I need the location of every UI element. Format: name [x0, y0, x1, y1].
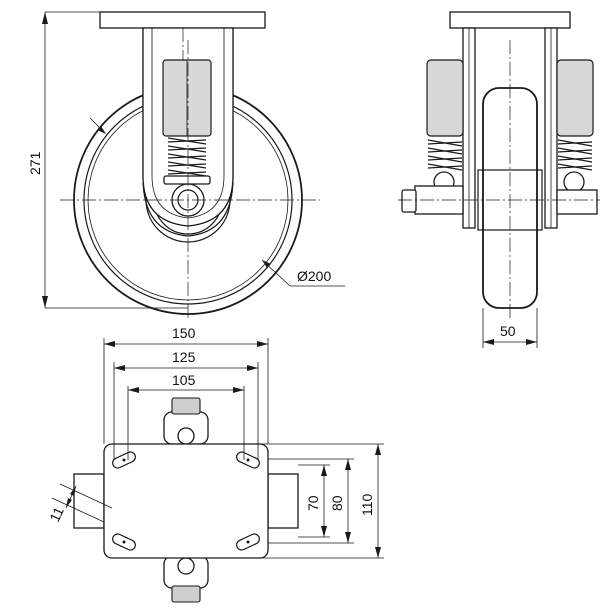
dim-plate-length-label: 150 — [172, 325, 196, 341]
side-axle-nut — [401, 189, 417, 213]
dim-diameter: Ø200 — [261, 259, 345, 287]
plan-bottom-nut — [171, 585, 201, 603]
dim-hole-inner: 105 — [127, 372, 245, 460]
dim-wheel-width: 50 — [482, 308, 538, 348]
dim-slot-width-label: 11 — [46, 504, 67, 524]
plan-left-tab — [73, 473, 105, 529]
side-spring-right — [557, 139, 593, 193]
dim-hole-outer-label: 125 — [172, 349, 196, 365]
dim-slot-small-label: 70 — [305, 495, 321, 511]
dim-plate-width-label: 110 — [359, 493, 375, 516]
plan-top-nut — [171, 397, 201, 415]
plan-slots — [112, 451, 260, 551]
dim-plate-length: 150 — [103, 325, 269, 444]
dim-wheel-width-label: 50 — [500, 323, 516, 339]
dim-slot-small: 70 — [298, 464, 330, 538]
plan-plate — [103, 443, 269, 559]
dim-plate-inner: 80 — [268, 458, 354, 544]
plan-right-tab — [267, 473, 299, 529]
dim-plate-width: 110 — [210, 443, 384, 559]
side-view — [398, 11, 600, 320]
dim-hole-inner-label: 105 — [172, 372, 196, 388]
side-housing-left — [426, 59, 464, 137]
side-top-plate — [449, 11, 571, 29]
side-spring-left — [427, 139, 463, 193]
front-top-plate — [99, 11, 266, 29]
dim-slot-width: 11 — [46, 483, 113, 524]
dim-plate-inner-label: 80 — [329, 495, 345, 511]
side-housing-right — [556, 59, 594, 137]
plan-view — [73, 397, 299, 603]
dim-height-label: 271 — [27, 151, 43, 175]
dim-height: 271 — [27, 11, 188, 309]
dim-diameter-label: Ø200 — [297, 268, 331, 284]
front-view — [60, 11, 320, 320]
